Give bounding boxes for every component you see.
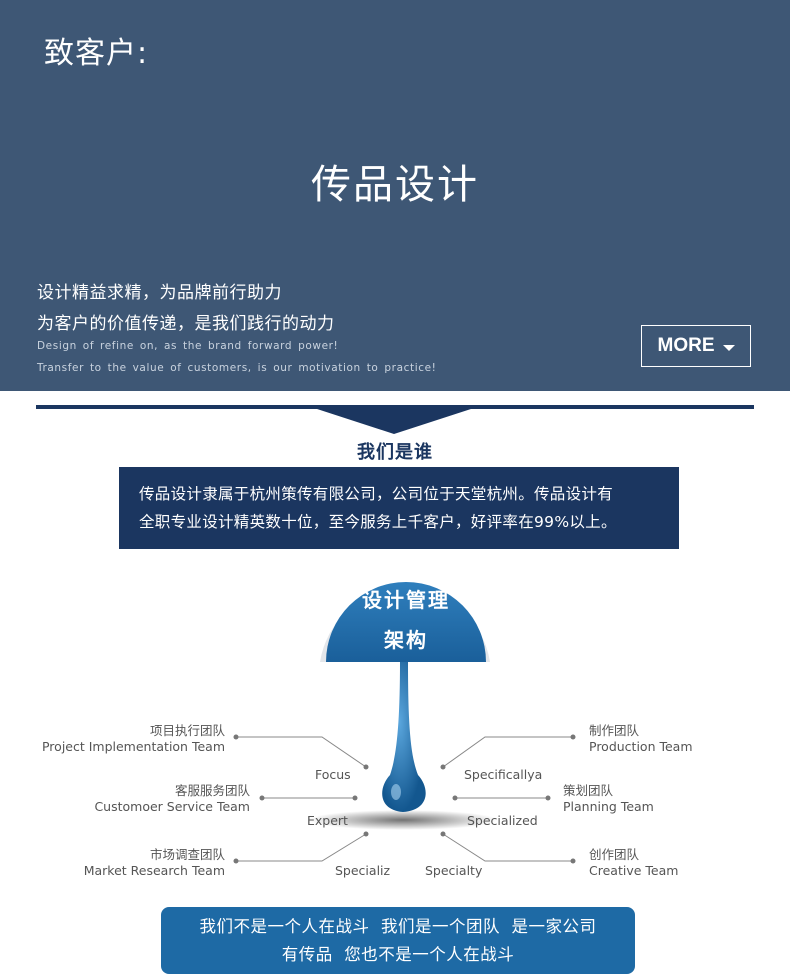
hero-english-line-2: Transfer to the value of customers, is o… (37, 362, 437, 374)
drop-shadow (308, 810, 498, 830)
team-statement-box: 我们不是一个人在战斗 我们是一个团队 是一家公司 有传品 您也不是一个人在战斗 (161, 907, 635, 974)
team-statement-line-2: 有传品 您也不是一个人在战斗 (281, 945, 515, 964)
team-right-3-en: Creative Team (589, 863, 679, 878)
team-left-3-en: Market Research Team (83, 863, 225, 878)
management-diagram: 设计管理 架构 项目执行团队 Project Implementation Te… (0, 570, 790, 900)
section-divider (36, 405, 754, 409)
drop-highlight (391, 784, 401, 800)
keyword-specializ: Specializ (335, 863, 391, 878)
keyword-expert: Expert (307, 813, 348, 828)
intro-line-1: 传品设计隶属于杭州策传有限公司，公司位于天堂杭州。传品设计有 (139, 485, 614, 503)
right-connectors (442, 736, 573, 862)
keyword-specialized: Specialized (467, 813, 538, 828)
team-right-1-cn: 制作团队 (589, 723, 640, 738)
water-drop (382, 662, 426, 812)
keyword-specificallya: Specificallya (464, 767, 543, 782)
diagram-graphic (233, 582, 576, 864)
keyword-specialty: Specialty (425, 863, 483, 878)
intro-line-2: 全职专业设计精英数十位，至今服务上千客户，好评率在99%以上。 (139, 513, 617, 531)
hero-banner: 致客户: 传品设计 设计精益求精，为品牌前行助力 为客户的价值传递，是我们践行的… (0, 0, 790, 391)
hero-slogan-line-2: 为客户的价值传递，是我们践行的动力 (37, 314, 335, 334)
chevron-down-icon (722, 345, 735, 351)
hub-title-line-1: 设计管理 (362, 588, 450, 612)
connector-dots (233, 734, 576, 864)
team-right-3-cn: 创作团队 (589, 847, 640, 862)
team-left-2-en: Customoer Service Team (94, 799, 250, 814)
team-right-2-cn: 策划团队 (563, 783, 614, 798)
team-left-1-en: Project Implementation Team (41, 739, 225, 754)
section-title: 我们是谁 (357, 442, 433, 463)
team-left-1-cn: 项目执行团队 (149, 723, 225, 738)
hero-english-line-1: Design of refine on, as the brand forwar… (37, 340, 339, 352)
more-button-label: MORE (657, 335, 715, 356)
left-connectors (236, 736, 367, 862)
team-right-1-en: Production Team (589, 739, 693, 754)
hub-title-line-2: 架构 (384, 628, 428, 652)
keyword-focus: Focus (315, 767, 351, 782)
team-left-3-cn: 市场调查团队 (149, 847, 225, 862)
intro-box: 传品设计隶属于杭州策传有限公司，公司位于天堂杭州。传品设计有 全职专业设计精英数… (119, 467, 679, 549)
hero-greeting: 致客户: (44, 36, 149, 71)
team-right-2-en: Planning Team (563, 799, 654, 814)
divider-notch (314, 408, 474, 434)
team-left-2-cn: 客服服务团队 (174, 783, 250, 798)
hub-semicircle (326, 582, 486, 662)
more-button[interactable]: MORE (641, 325, 751, 367)
team-statement-line-1: 我们不是一个人在战斗 我们是一个团队 是一家公司 (199, 917, 597, 936)
hero-slogan-line-1: 设计精益求精，为品牌前行助力 (37, 283, 282, 303)
hero-title: 传品设计 (311, 162, 479, 208)
